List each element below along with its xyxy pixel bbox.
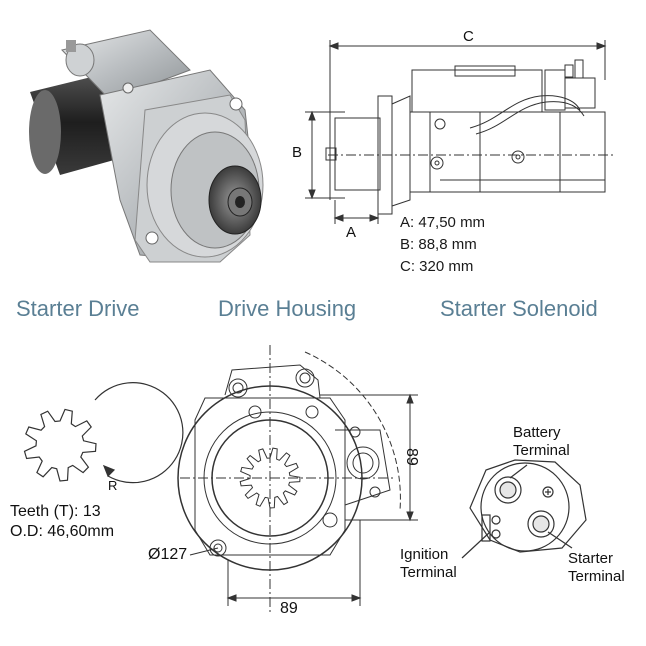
spec-c: C: 320 mm	[400, 256, 485, 278]
starter-terminal-line1: Starter	[568, 550, 614, 567]
starter-terminal-label: Starter Terminal	[568, 550, 625, 586]
dimension-b-label: B	[292, 144, 303, 161]
housing-diameter-label: Ø127	[148, 546, 188, 563]
spec-b-value: 88,8 mm	[418, 236, 477, 253]
spec-c-label: C:	[400, 258, 415, 275]
rotation-direction-label: R	[108, 478, 118, 493]
starter-terminal-line2: Terminal	[568, 568, 625, 585]
spec-list: A: 47,50 mm B: 88,8 mm C: 320 mm	[400, 212, 485, 278]
spec-a: A: 47,50 mm	[400, 212, 485, 234]
battery-terminal-label: Battery Terminal	[513, 424, 570, 460]
spec-a-value: 47,50 mm	[418, 214, 486, 231]
spec-b-label: B:	[400, 236, 415, 253]
battery-terminal-line2: Terminal	[513, 442, 570, 459]
teeth-count: Teeth (T): 13	[10, 503, 101, 520]
dimension-c-label: C	[463, 28, 474, 45]
spec-c-value: 320 mm	[419, 258, 474, 275]
ignition-terminal-line2: Terminal	[400, 564, 457, 581]
spec-b: B: 88,8 mm	[400, 234, 485, 256]
dimension-a-label: A	[346, 224, 357, 241]
outer-diameter: O.D: 46,60mm	[10, 523, 115, 540]
spec-a-label: A:	[400, 214, 415, 231]
heading-starter-solenoid: Starter Solenoid	[440, 296, 598, 321]
housing-width-dimension: 89	[280, 600, 298, 617]
battery-terminal-line1: Battery	[513, 424, 561, 441]
heading-drive-housing: Drive Housing	[218, 296, 357, 321]
ignition-terminal-label: Ignition Terminal	[400, 546, 457, 582]
ignition-terminal-line1: Ignition	[400, 546, 449, 563]
heading-starter-drive: Starter Drive	[16, 296, 140, 321]
gear-specs: Teeth (T): 13 O.D: 46,60mm	[10, 502, 114, 542]
